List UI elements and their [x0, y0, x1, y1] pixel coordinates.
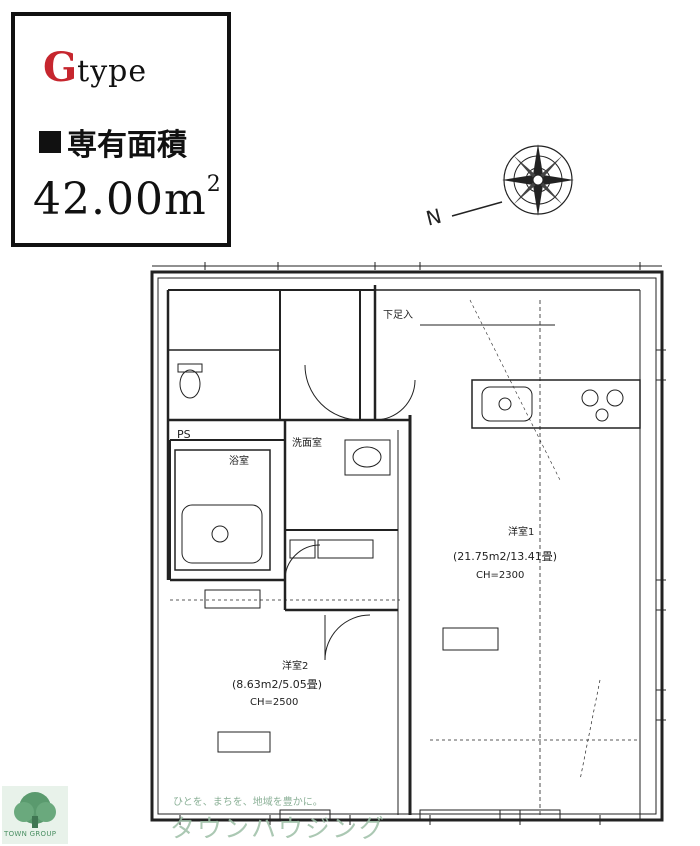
area-value: 42.00m2	[33, 172, 222, 225]
pipe-space-label: PS	[177, 428, 191, 441]
floor-plan-drawing	[150, 262, 666, 825]
area-value-number: 42.00m	[33, 174, 207, 225]
area-label-text: 専有面積	[67, 128, 187, 163]
bathroom-label: 浴室	[229, 456, 249, 467]
room2-ceiling-height: CH=2500	[250, 697, 299, 708]
area-label: 専有面積	[39, 120, 187, 164]
area-unit-superscript: 2	[206, 172, 222, 197]
shoe-storage-label: 下足入	[383, 310, 413, 321]
tree-logo-icon	[2, 786, 68, 844]
compass-rose-icon: N	[424, 144, 574, 230]
room1-ceiling-height: CH=2300	[476, 570, 525, 581]
watermark-company-name: タウンハウジング	[170, 814, 387, 843]
room2-area: (8.63m2/5.05畳)	[232, 678, 322, 691]
unit-type-suffix: type	[77, 54, 148, 89]
room1-label: 洋室1	[508, 527, 535, 538]
washroom-label: 洗面室	[292, 438, 322, 449]
logo-caption: TOWN GROUP	[4, 830, 57, 838]
room2-label: 洋室2	[282, 661, 309, 672]
watermark-tagline: ひとを、まちを、地域を豊かに。	[173, 797, 323, 808]
unit-info-box: Gtype 専有面積 42.00m2	[11, 12, 231, 247]
unit-type: Gtype	[43, 44, 147, 91]
room1-area: (21.75m2/13.41畳)	[453, 550, 557, 563]
unit-type-letter: G	[43, 44, 78, 91]
square-bullet-icon	[39, 131, 61, 153]
compass-north-mark: N	[424, 204, 444, 230]
